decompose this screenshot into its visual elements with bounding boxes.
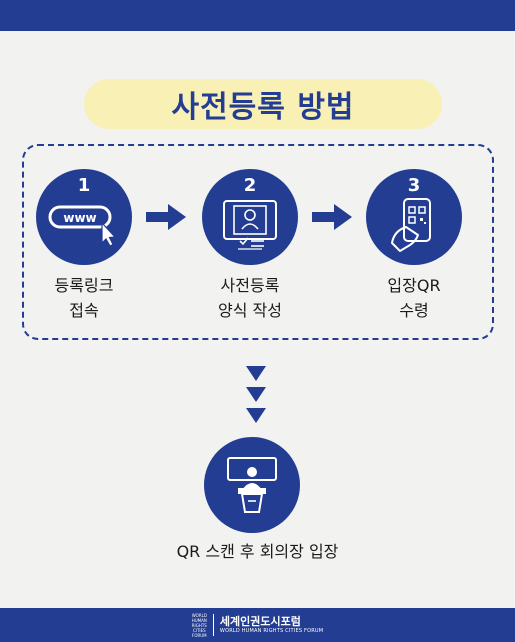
page-title: 사전등록 방법 [171, 90, 355, 125]
step-1-label-line2: 접속 [69, 301, 99, 320]
logo-mark-line: WORLD [191, 612, 207, 618]
registration-form-icon [223, 200, 277, 250]
logo-mark-line: RIGHTS [191, 622, 207, 628]
www-cursor-icon: www [48, 205, 117, 247]
title-pill: 사전등록 방법 [84, 79, 442, 129]
arrow-down-icon [246, 366, 266, 423]
forum-logo-mark: WORLD HUMAN RIGHTS CITIES FORUM [192, 613, 207, 638]
arrow-right-icon [146, 204, 186, 230]
step-2-label-line2: 양식 작성 [218, 301, 282, 320]
steps-container [22, 144, 494, 340]
step-2-label: 사전등록 양식 작성 [180, 273, 320, 323]
final-step-label: QR 스캔 후 회의장 입장 [176, 542, 339, 561]
qr-phone-icon [391, 198, 431, 252]
step-2-number: 2 [243, 175, 257, 196]
footer-bar [0, 608, 515, 642]
logo-mark-line: FORUM [192, 632, 207, 638]
step-2-label-line1: 사전등록 [220, 276, 280, 295]
step-1-label: 등록링크 접속 [14, 273, 154, 323]
logo-mark-line: CITIES [192, 627, 206, 633]
step-3-circle: 3 [366, 169, 462, 265]
final-step-circle [204, 437, 300, 533]
forum-name-english: WORLD HUMAN RIGHTS CITIES FORUM [219, 628, 324, 634]
logo-mark-line: HUMAN [191, 617, 207, 623]
arrow-right-icon [312, 204, 352, 230]
www-text: www [63, 211, 96, 225]
step-2-circle: 2 [202, 169, 298, 265]
logo-divider [212, 614, 214, 636]
step-3-label-line2: 수령 [399, 301, 429, 320]
step-1-label-line1: 등록링크 [54, 276, 114, 295]
step-1-number: 1 [77, 175, 91, 196]
footer-logo: WORLD HUMAN RIGHTS CITIES FORUM 세계인권도시포럼… [0, 608, 515, 642]
top-banner [0, 0, 515, 31]
forum-name-korean: 세계인권도시포럼 [219, 615, 301, 628]
step-3-label: 입장QR 수령 [344, 273, 484, 323]
step-3-label-line1: 입장QR [387, 276, 441, 295]
forum-name: 세계인권도시포럼 WORLD HUMAN RIGHTS CITIES FORUM [220, 615, 323, 635]
step-1-circle: 1 www [36, 169, 132, 265]
podium-speaker-icon [227, 457, 277, 513]
step-3-number: 3 [407, 175, 421, 196]
